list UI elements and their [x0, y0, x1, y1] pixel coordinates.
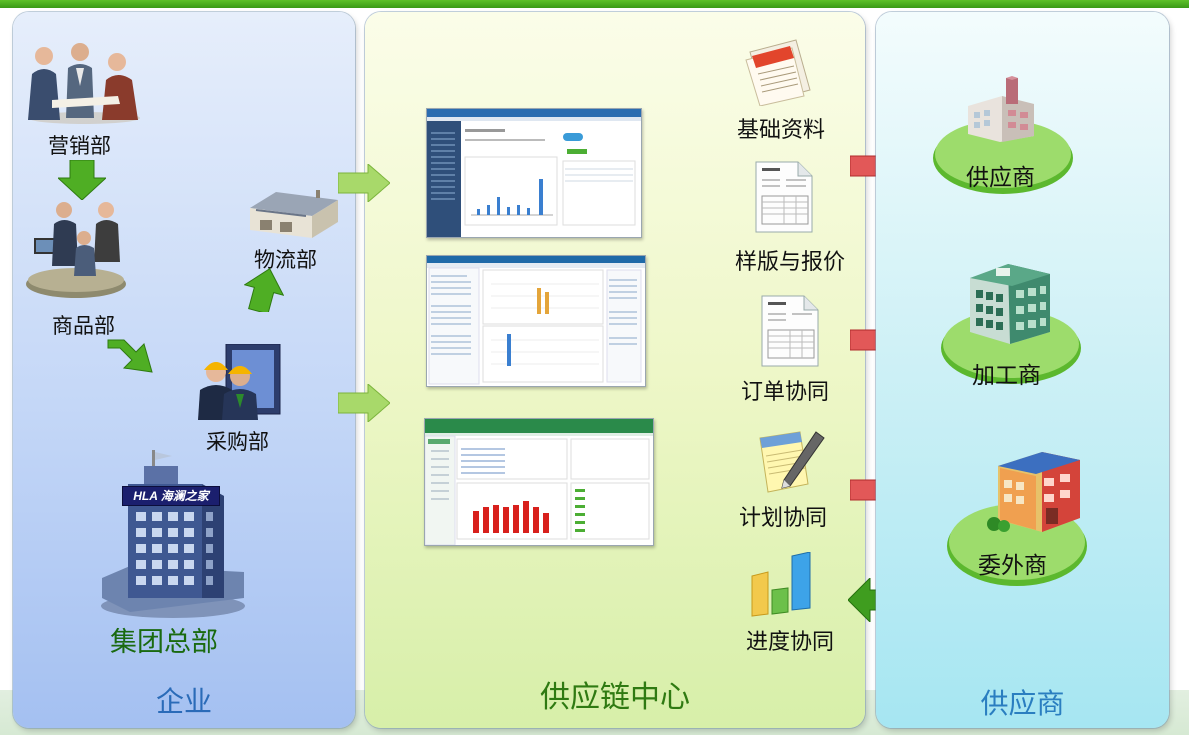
workers-icon	[196, 344, 286, 420]
factory-icon	[966, 76, 1036, 142]
meeting-people-icon	[22, 40, 144, 124]
factory-icon	[968, 260, 1052, 346]
arrow-up-icon	[244, 268, 284, 312]
partner-supplier-label: 供应商	[966, 165, 1035, 191]
arrow-right-icon	[338, 164, 390, 202]
hq-sign: HLA 海澜之家	[122, 486, 220, 506]
module-plan-collab-label: 计划协同	[739, 506, 828, 531]
warehouse-icon	[246, 186, 342, 242]
system-screenshot-1	[426, 108, 642, 238]
top-accent-bar	[0, 0, 1189, 8]
office-building-icon	[100, 448, 246, 618]
partner-processor-label: 加工商	[972, 363, 1041, 389]
enterprise-title: 企业	[155, 685, 212, 718]
dept-hq-label: 集团总部	[110, 627, 218, 658]
factory-icon	[984, 444, 1082, 536]
center-title: 供应链中心	[540, 680, 690, 715]
invoice-icon	[760, 294, 820, 368]
module-samples-quotes-label: 样版与报价	[735, 250, 846, 275]
system-screenshot-3	[424, 418, 654, 546]
suppliers-title: 供应商	[980, 687, 1065, 720]
bar-chart-icon	[748, 552, 816, 618]
system-screenshot-2	[426, 255, 646, 387]
module-order-collab-label: 订单协同	[741, 380, 830, 405]
module-basic-data-label: 基础资料	[737, 118, 826, 143]
dept-purchasing-label: 采购部	[206, 430, 269, 454]
supplier-badge	[932, 110, 1074, 196]
office-people-icon	[24, 196, 128, 302]
module-progress-collab-label: 进度协同	[746, 630, 835, 655]
dept-logistics-label: 物流部	[254, 248, 317, 272]
chart-bars	[473, 501, 549, 533]
arrow-down-right-icon	[106, 330, 156, 376]
chart-bars	[477, 179, 543, 215]
invoice-icon	[754, 160, 814, 234]
dept-merchandise-label: 商品部	[52, 314, 115, 338]
readme-doc-icon	[744, 38, 814, 106]
partner-outsourcer-label: 委外商	[978, 553, 1047, 579]
arrow-right-icon	[338, 384, 390, 422]
arrow-down-icon	[58, 160, 106, 200]
dept-marketing-label: 营销部	[48, 134, 111, 158]
pen-notepad-icon	[756, 430, 826, 496]
